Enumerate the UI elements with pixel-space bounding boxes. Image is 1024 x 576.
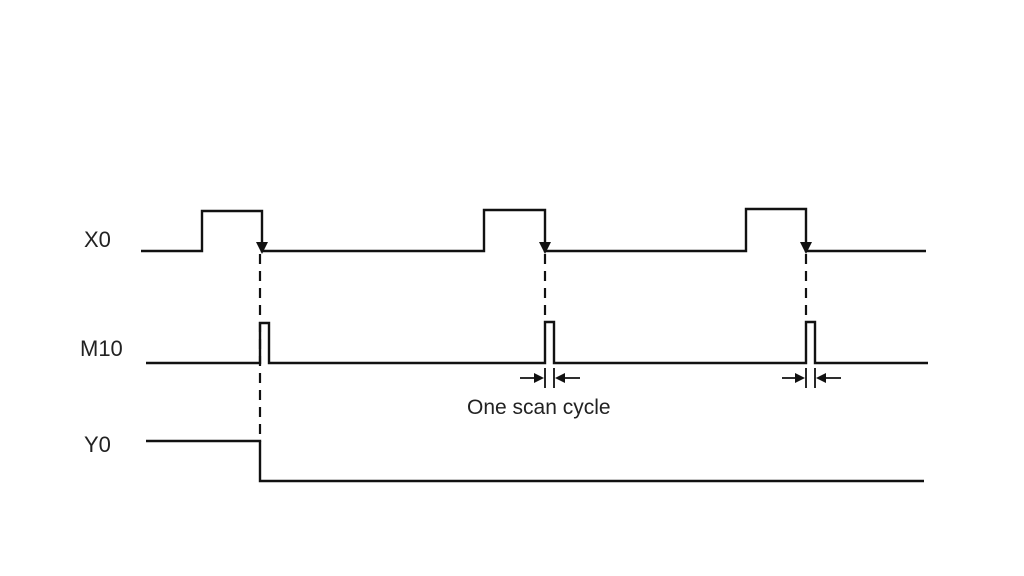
x0-falling-edge-arrow-1: [256, 242, 268, 254]
signal-label-m10: M10: [80, 336, 123, 361]
x0-falling-edge-arrow-3: [800, 242, 812, 254]
y0-waveform: [146, 439, 924, 483]
x0-waveform: [141, 207, 926, 253]
x0-falling-edge-arrow-2: [539, 242, 551, 254]
signal-label-x0: X0: [84, 227, 111, 252]
m10-waveform: [146, 320, 928, 365]
scan-cycle-dimension-1: [520, 368, 580, 388]
signal-label-y0: Y0: [84, 432, 111, 457]
scan-cycle-dimension-2: [782, 368, 841, 388]
scan-cycle-label: One scan cycle: [467, 396, 611, 419]
